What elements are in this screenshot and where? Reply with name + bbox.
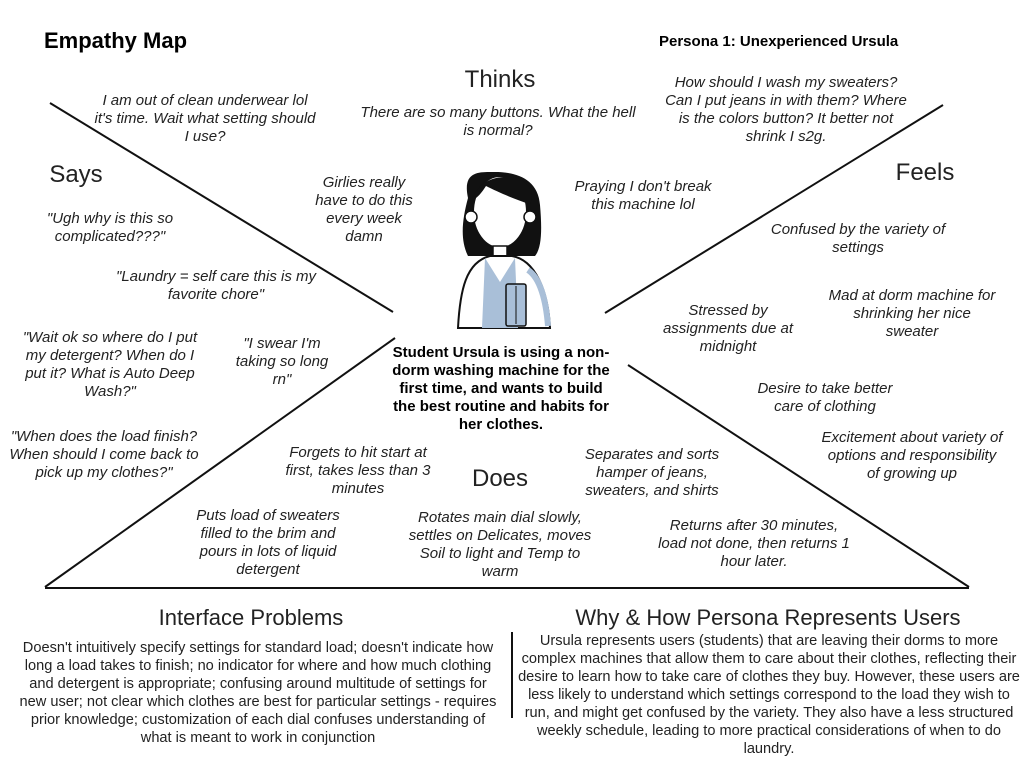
says-note: "When does the load finish? When should … <box>9 428 199 481</box>
interface-problems-body: Doesn't intuitively specify settings for… <box>19 640 497 746</box>
feels-note: Excitement about variety of options and … <box>821 429 1003 482</box>
feels-note: Stressed by assignments due at midnight <box>662 302 794 355</box>
does-note: Returns after 30 minutes, load not done,… <box>658 517 850 570</box>
divider-line-top-left <box>49 102 394 313</box>
says-note: "Laundry = self care this is my favorite… <box>116 268 316 303</box>
thinks-note: Girlies really have to do this every wee… <box>315 174 413 245</box>
says-note: "Wait ok so where do I put my detergent?… <box>22 329 198 400</box>
persona-avatar <box>456 171 552 329</box>
feels-note: Mad at dorm machine for shrinking her ni… <box>828 287 996 340</box>
says-note: "Ugh why is this so complicated???" <box>46 210 174 245</box>
heading-feels: Feels <box>895 159 955 186</box>
feels-note: Confused by the variety of settings <box>770 221 946 256</box>
thinks-note: How should I wash my sweaters? Can I put… <box>665 74 907 145</box>
interface-problems-heading: Interface Problems <box>158 605 344 630</box>
heading-does: Does <box>471 465 529 492</box>
why-how-body: Ursula represents users (students) that … <box>518 633 1020 757</box>
does-note: Forgets to hit start at first, takes les… <box>285 444 431 497</box>
divider-line-bottom-right <box>627 364 970 588</box>
page-title: Empathy Map <box>44 28 188 53</box>
heading-thinks: Thinks <box>464 66 536 93</box>
does-note: Rotates main dial slowly, settles on Del… <box>408 509 592 580</box>
divider-line-top-right <box>604 104 944 314</box>
scenario-description: Student Ursula is using a non-dorm washi… <box>392 344 610 433</box>
thinks-note: Praying I don't break this machine lol <box>574 178 712 213</box>
thinks-note: There are so many buttons. What the hell… <box>360 104 636 139</box>
does-note: Separates and sorts hamper of jeans, swe… <box>584 446 720 499</box>
divider-line-bottom-left <box>44 337 396 588</box>
says-note: I am out of clean underwear lol it's tim… <box>94 92 316 145</box>
why-how-heading: Why & How Persona Represents Users <box>575 605 961 630</box>
persona-name: Persona 1: Unexperienced Ursula <box>659 33 899 50</box>
feels-note: Desire to take better care of clothing <box>757 380 893 415</box>
heading-says: Says <box>49 161 103 188</box>
does-note: Puts load of sweaters filled to the brim… <box>196 507 340 578</box>
says-note: "I swear I'm taking so long rn" <box>235 335 329 388</box>
